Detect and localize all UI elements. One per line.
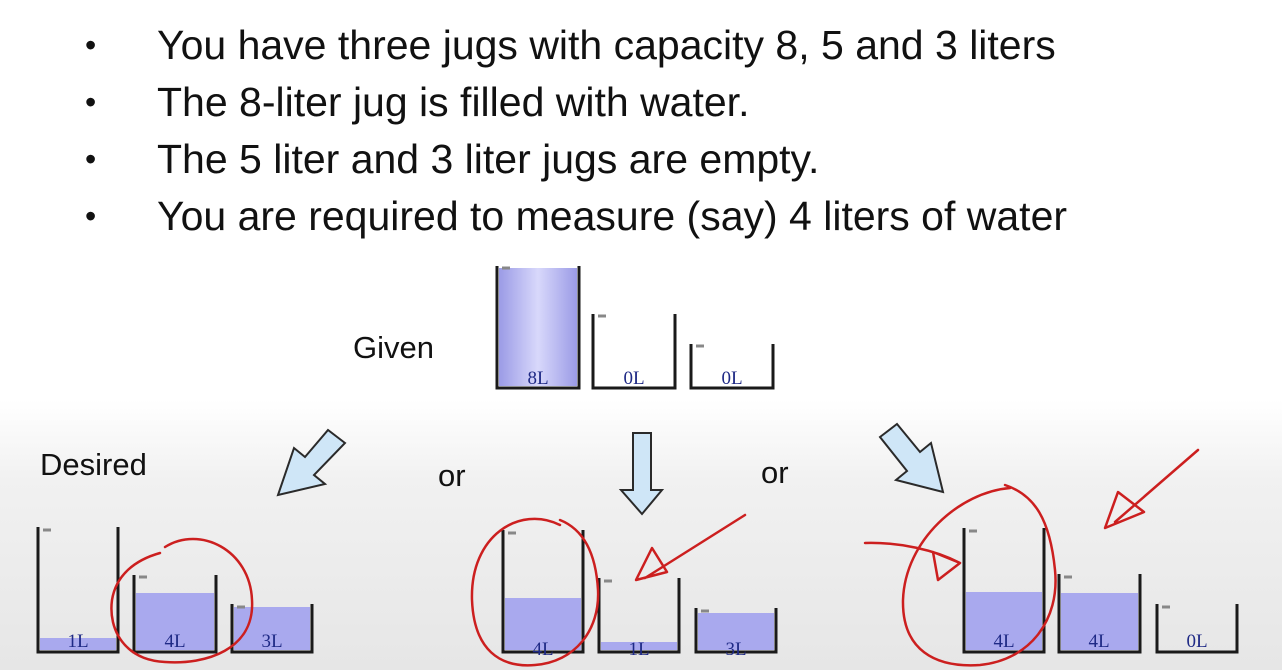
arrow-down-left-icon bbox=[276, 428, 347, 497]
annotation-circle-option-3 bbox=[901, 483, 1057, 667]
option-1-state: 1L 4L 3L bbox=[36, 527, 314, 654]
jug-label: 4L bbox=[164, 631, 185, 652]
water-fill bbox=[499, 268, 577, 386]
annotation-arrow-top-option-3 bbox=[1103, 448, 1200, 530]
jug-label: 0L bbox=[623, 368, 644, 389]
jug-label: 8L bbox=[527, 368, 548, 389]
jug-label: 4L bbox=[993, 631, 1014, 652]
jug-3-liter: 3L bbox=[230, 604, 314, 654]
jug-5-liter: 4L bbox=[132, 575, 218, 654]
jug-5-liter: 0L bbox=[591, 314, 677, 390]
jug-8-liter: 4L bbox=[501, 530, 585, 660]
water-fill bbox=[505, 598, 581, 650]
annotation-arrow-left-option-3 bbox=[863, 541, 962, 582]
or-label-1: or bbox=[438, 458, 466, 493]
jug-3-liter: 0L bbox=[689, 344, 775, 390]
jug-label: 1L bbox=[628, 639, 649, 660]
jug-label: 1L bbox=[67, 631, 88, 652]
jug-8-liter: 1L bbox=[36, 527, 120, 654]
desired-label: Desired bbox=[40, 447, 147, 482]
water-fill bbox=[40, 638, 116, 650]
jug-label: 0L bbox=[721, 368, 742, 389]
jug-label: 4L bbox=[532, 639, 553, 660]
jug-5-liter: 4L bbox=[1057, 574, 1142, 654]
given-label: Given bbox=[353, 330, 434, 365]
given-state: 8L 0L 0L bbox=[495, 266, 775, 390]
jug-8-liter: 8L bbox=[495, 266, 581, 390]
option-3-state: 4L 4L 0L bbox=[962, 528, 1239, 654]
water-fill bbox=[136, 593, 214, 650]
jug-3-liter: 3L bbox=[694, 608, 778, 660]
jug-label: 0L bbox=[1186, 631, 1207, 652]
water-fill bbox=[966, 592, 1042, 650]
jug-8-liter: 4L bbox=[962, 528, 1046, 654]
or-label-2: or bbox=[761, 455, 789, 490]
jug-label: 3L bbox=[725, 639, 746, 660]
option-2-state: 4L 1L 3L bbox=[501, 530, 778, 660]
water-fill bbox=[601, 642, 677, 650]
annotation-arrow-option-2 bbox=[634, 513, 747, 582]
jug-3-liter: 0L bbox=[1155, 604, 1239, 654]
jug-label: 4L bbox=[1088, 631, 1109, 652]
water-fill bbox=[698, 613, 774, 650]
annotation-circle-option-1 bbox=[110, 537, 254, 664]
jug-label: 3L bbox=[261, 631, 282, 652]
arrow-down-icon bbox=[618, 432, 665, 516]
arrow-down-right-icon bbox=[878, 422, 945, 494]
red-annotations bbox=[110, 448, 1200, 667]
jug-5-liter: 1L bbox=[597, 578, 681, 660]
annotation-circle-option-2 bbox=[470, 517, 600, 667]
water-fill bbox=[1061, 593, 1138, 650]
